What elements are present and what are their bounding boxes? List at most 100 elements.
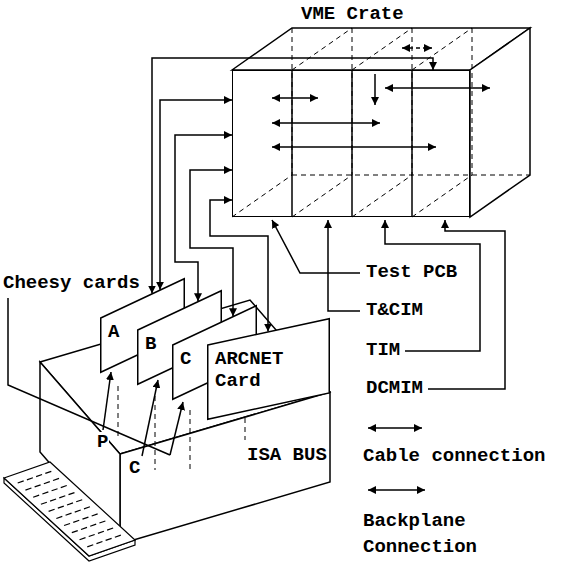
leader-line [142, 380, 158, 456]
card-label: C [180, 349, 191, 371]
keyboard-key [25, 488, 31, 490]
keyboard-key [53, 478, 59, 480]
cable-connector [175, 135, 232, 301]
vme-crate-drawing [232, 175, 292, 217]
callout-label: Cheesy cards [2, 273, 141, 295]
keyboard-key [59, 496, 65, 498]
vme-crate-drawing [470, 28, 530, 217]
legend-sample [368, 427, 422, 429]
keyboard-key [82, 517, 88, 519]
keyboard-key [68, 493, 74, 495]
keyboard-key [89, 534, 95, 536]
leader-line [8, 220, 505, 456]
keyboard-key [35, 485, 41, 487]
keyboard-key [45, 471, 51, 473]
backplane-arrow [272, 122, 380, 124]
crate-heading: VME Crate [301, 4, 404, 26]
callout-label: TIM [365, 340, 401, 362]
keyboard-key [41, 502, 47, 504]
backplane-arrow [402, 47, 432, 49]
callout-label: C [128, 458, 141, 480]
legend-text: Backplane Connection [363, 510, 477, 558]
keyboard-key [84, 507, 90, 509]
card-slot [190, 410, 191, 470]
leader-line [428, 220, 505, 389]
backplane-arrow [272, 97, 318, 99]
leader-line [103, 372, 111, 430]
legend-entry: Backplane Connection [363, 508, 495, 560]
keyboard-key [96, 542, 102, 544]
card-label: B [145, 334, 156, 356]
cable-connector [152, 58, 433, 294]
keyboard-key [67, 503, 73, 505]
keyboard-key [98, 531, 104, 533]
callout-label: T&CIM [365, 300, 424, 322]
legend-text: Cable connection [363, 445, 545, 467]
keyboard-key [49, 509, 55, 511]
keyboard [4, 462, 135, 556]
vme-crate-drawing [292, 175, 352, 217]
keyboard [4, 462, 135, 561]
keyboard-key [107, 528, 113, 530]
keyboard-key [92, 514, 98, 516]
vme-crate-drawing [351, 70, 353, 217]
keyboard-key [52, 489, 58, 491]
keyboard-key [42, 492, 48, 494]
card-slot [155, 396, 156, 470]
vme-crate-drawing [411, 70, 413, 217]
cable-connector [190, 170, 233, 316]
keyboard-key [18, 481, 24, 483]
keyboard-key [44, 482, 50, 484]
crate-box: VME Crate [232, 70, 470, 217]
leader-line [328, 220, 360, 311]
keyboard-key [58, 506, 64, 508]
keyboard-key [61, 486, 67, 488]
card-slot [118, 386, 119, 438]
keyboard-key [27, 478, 33, 480]
circuit-card: ARCNET Card [207, 318, 330, 420]
leader-line [272, 220, 360, 273]
callout-label: P [96, 432, 109, 454]
vme-crate-drawing [412, 28, 472, 70]
vme-crate-drawing [292, 28, 352, 70]
keyboard-key [75, 510, 81, 512]
callout-label: DCMIM [365, 378, 424, 400]
card-outline [208, 319, 330, 420]
backplane-arrow [272, 48, 490, 147]
keyboard-key [76, 500, 82, 502]
keyboard-key [115, 535, 121, 537]
keyboard-key [87, 545, 93, 547]
keyboard-key [36, 475, 42, 477]
leader-line [385, 220, 480, 351]
vme-crate-drawing [412, 175, 472, 217]
keyboard-key [90, 524, 96, 526]
keyboard-key [106, 538, 112, 540]
backplane-arrow [374, 74, 376, 105]
legend-entry: Cable connection [363, 443, 573, 469]
keyboard-key [56, 516, 62, 518]
vme-crate-drawing [352, 175, 412, 217]
backplane-arrow [272, 146, 436, 148]
keyboard-key [33, 495, 39, 497]
keyboard-key [81, 527, 87, 529]
keyboard-key [72, 531, 78, 533]
legend-sample [368, 489, 425, 491]
vme-crate-drawing [232, 28, 530, 217]
keyboard-key [66, 513, 72, 515]
card-label: A [108, 322, 119, 344]
vme-crate-drawing [352, 28, 412, 70]
backplane-arrow [385, 87, 490, 89]
leader-line [170, 402, 183, 455]
keyboard-key [50, 499, 56, 501]
card-label: ARCNET Card [215, 349, 322, 393]
card-slot [245, 418, 246, 440]
callout-label: ISA BUS [246, 445, 328, 467]
keyboard-key [80, 538, 86, 540]
keyboard-key [73, 520, 79, 522]
vme-crate-drawing [472, 28, 473, 175]
keyboard-key [64, 523, 70, 525]
vme-crate-drawing [232, 28, 530, 217]
callout-label: Test PCB [365, 262, 458, 284]
vme-crate-drawing [291, 70, 293, 217]
